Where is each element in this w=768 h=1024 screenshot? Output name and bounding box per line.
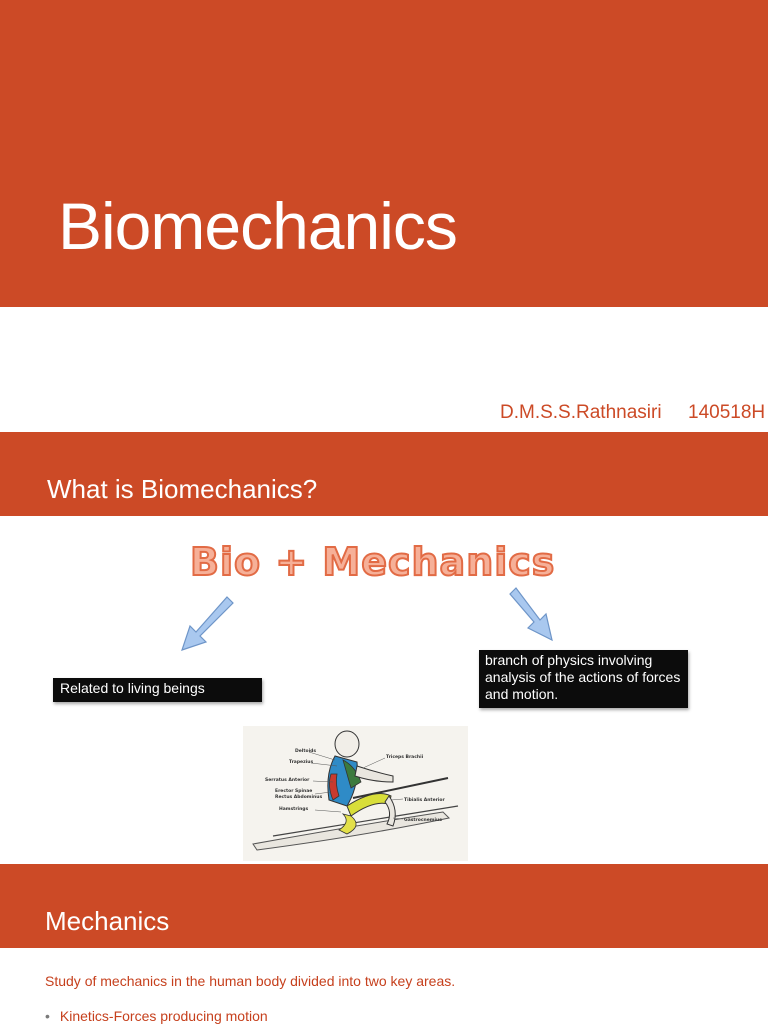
living-beings-label: Related to living beings (53, 678, 262, 702)
section-banner-what-is (0, 432, 768, 516)
title-slide-banner (0, 0, 768, 307)
slide-title: Biomechanics (58, 189, 458, 263)
section-title-what-is: What is Biomechanics? (47, 474, 318, 504)
bullet-text: Kinetics-Forces producing motion (59, 1008, 268, 1024)
student-id: 140518H (688, 402, 766, 423)
wordart-heading: Bio + Mechanics (189, 539, 556, 585)
figure-label: Trapezius (289, 759, 313, 765)
bullet-icon: • (45, 1008, 50, 1024)
section-banner-mechanics (0, 864, 768, 948)
rower-anatomy-figure: Deltoids Trapezius Serratus Anterior Ere… (243, 726, 468, 861)
figure-label: Deltoids (295, 748, 316, 754)
author-name: D.M.S.S.Rathnasiri (500, 402, 662, 423)
figure-label: Hamstrings (279, 806, 309, 812)
physics-definition-label: branch of physics involving analysis of … (479, 650, 688, 708)
rower-illustration: Deltoids Trapezius Serratus Anterior Ere… (243, 726, 468, 861)
figure-label: Rectus Abdominus (275, 794, 322, 800)
section-title-mechanics: Mechanics (45, 906, 170, 936)
arrow-down-right-icon (509, 587, 553, 642)
bullet-item: • Kinetics-Forces producing motion (45, 1008, 268, 1024)
figure-label: Triceps Brachii (386, 754, 424, 760)
figure-label: Serratus Anterior (265, 777, 310, 783)
figure-label: Tibialis Anterior (404, 797, 445, 803)
figure-label: Erector Spinae (275, 788, 312, 794)
figure-label: Gastrocnemius (404, 817, 442, 823)
mechanics-intro-text: Study of mechanics in the human body div… (45, 973, 456, 989)
arrow-down-left-icon (181, 596, 234, 651)
